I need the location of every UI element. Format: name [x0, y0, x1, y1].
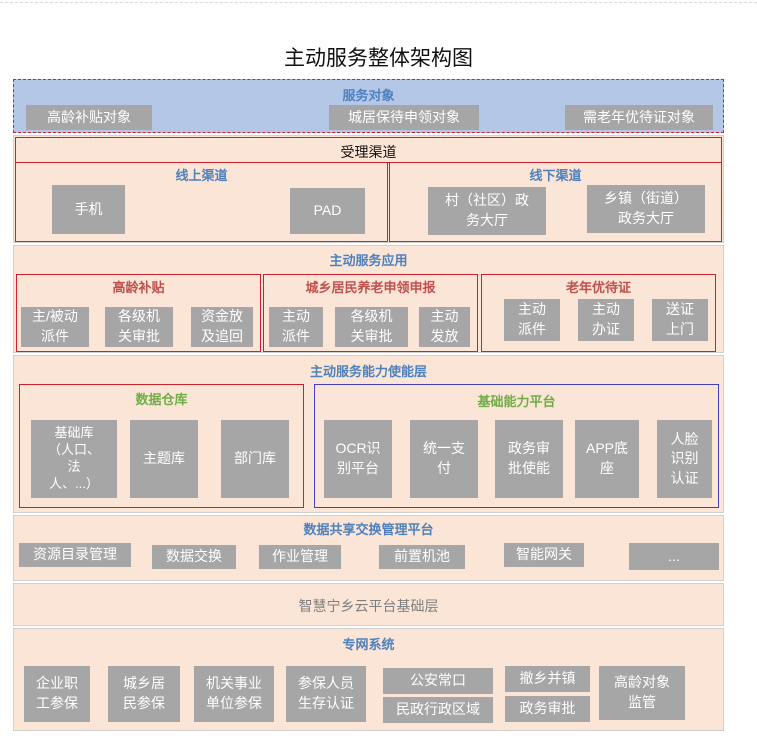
network-elderly-supervision: 高龄对象 监管 — [599, 666, 685, 720]
service-object-senior-card: 需老年优待证对象 — [565, 105, 713, 130]
base-platform-title: 基础能力平台 — [477, 394, 556, 409]
channel-village-hall: 村（社区）政 务大厅 — [428, 187, 546, 235]
sharing-more: ... — [629, 543, 719, 570]
data-warehouse-frame: 数据仓库 基础库 （人口、 法 人、...） 主题库 部门库 — [19, 384, 304, 508]
app-group-title: 老年优待证 — [565, 280, 631, 295]
channel-phone: 手机 — [52, 185, 125, 234]
network-public-security: 公安常口 — [383, 668, 493, 694]
sharing-job-management: 作业管理 — [259, 545, 341, 569]
online-channel-title: 线上渠道 — [175, 168, 228, 183]
network-institution-insurance: 机关事业 单位参保 — [194, 666, 274, 722]
app-group-senior-card: 老年优待证 主动 派件 主动 办证 送证 上门 — [481, 274, 716, 352]
base-platform-frame: 基础能力平台 OCR识 别平台 统一支 付 政务审 批使能 APP底 座 人脸 … — [314, 384, 719, 508]
diagram-title: 主动服务整体架构图 — [284, 47, 473, 70]
app-group-title: 城乡居民养老申领申报 — [305, 280, 436, 295]
app-group-title: 高龄补贴 — [112, 280, 165, 295]
network-survival-auth: 参保人员 生存认证 — [286, 666, 366, 722]
channels-header-frame: 受理渠道 — [15, 137, 722, 163]
capability-title: 主动服务能力使能层 — [309, 364, 427, 379]
cloud-title: 智慧宁乡云平台基础层 — [298, 598, 439, 614]
warehouse-dept-db: 部门库 — [221, 420, 289, 498]
network-civil-region: 民政行政区域 — [383, 697, 493, 723]
offline-channel-title: 线下渠道 — [529, 168, 582, 183]
service-objects-title: 服务对象 — [342, 88, 395, 103]
network-title: 专网系统 — [342, 637, 395, 652]
applications-layer: 主动服务应用 高龄补贴 主/被动 派件 各级机 关审批 资金放 及追回 城乡居民… — [13, 245, 724, 353]
offline-channel-frame: 线下渠道 村（社区）政 务大厅 乡镇（街道） 政务大厅 — [389, 162, 722, 242]
channels-layer: 受理渠道 线上渠道 手机 PAD 线下渠道 村（社区）政 务大厅 乡镇（街道） … — [13, 135, 724, 243]
warehouse-theme-db: 主题库 — [130, 420, 198, 498]
channels-title: 受理渠道 — [340, 144, 397, 160]
online-channel-frame: 线上渠道 手机 PAD — [15, 162, 388, 242]
sharing-catalog: 资源目录管理 — [19, 543, 131, 567]
app-item-approval: 各级机 关审批 — [335, 307, 408, 347]
data-sharing-title: 数据共享交换管理平台 — [303, 522, 434, 537]
app-item-dispatch: 主动 派件 — [504, 299, 560, 341]
platform-approval: 政务审 批使能 — [495, 420, 563, 498]
data-warehouse-title: 数据仓库 — [135, 392, 188, 407]
service-objects-layer: 服务对象 高龄补贴对象 城居保待申领对象 需老年优待证对象 — [13, 79, 724, 133]
service-object-pension-claim: 城居保待申领对象 — [329, 105, 479, 130]
top-dashed-line — [0, 2, 757, 3]
applications-title: 主动服务应用 — [329, 253, 408, 268]
network-resident-insurance: 城乡居 民参保 — [108, 666, 180, 722]
network-town-merge: 撤乡并镇 — [505, 666, 590, 692]
channel-town-hall: 乡镇（街道） 政务大厅 — [587, 185, 705, 233]
app-group-pension: 城乡居民养老申领申报 主动 派件 各级机 关审批 主动 发放 — [263, 274, 478, 352]
platform-ocr: OCR识 别平台 — [324, 420, 392, 498]
sharing-gateway: 智能网关 — [504, 543, 584, 567]
platform-payment: 统一支 付 — [410, 420, 478, 498]
cloud-layer: 智慧宁乡云平台基础层 — [13, 583, 724, 626]
app-group-elderly-subsidy: 高龄补贴 主/被动 派件 各级机 关审批 资金放 及追回 — [16, 274, 261, 352]
network-enterprise-insurance: 企业职 工参保 — [24, 666, 90, 722]
data-sharing-layer: 数据共享交换管理平台 资源目录管理 数据交换 作业管理 前置机池 智能网关 ..… — [13, 515, 724, 581]
sharing-exchange: 数据交换 — [152, 545, 236, 569]
app-item-funds: 资金放 及追回 — [191, 307, 253, 347]
platform-app-base: APP底 座 — [575, 420, 639, 498]
network-layer: 专网系统 企业职 工参保 城乡居 民参保 机关事业 单位参保 参保人员 生存认证… — [13, 628, 724, 731]
capability-layer: 主动服务能力使能层 数据仓库 基础库 （人口、 法 人、...） 主题库 部门库… — [13, 355, 724, 513]
app-item-dispatch: 主动 派件 — [269, 307, 323, 347]
app-item-approval: 各级机 关审批 — [105, 307, 173, 347]
network-gov-approval: 政务审批 — [505, 696, 590, 722]
app-item-card: 主动 办证 — [578, 299, 634, 341]
app-item-delivery: 送证 上门 — [652, 299, 708, 341]
warehouse-base-db: 基础库 （人口、 法 人、...） — [31, 420, 117, 498]
app-item-dispatch: 主/被动 派件 — [21, 307, 89, 347]
sharing-front-pool: 前置机池 — [379, 545, 465, 569]
app-item-issue: 主动 发放 — [419, 307, 470, 347]
platform-face-recognition: 人脸 识别 认证 — [657, 420, 712, 498]
channel-pad: PAD — [290, 188, 365, 234]
service-object-elderly-subsidy: 高龄补贴对象 — [26, 105, 152, 130]
